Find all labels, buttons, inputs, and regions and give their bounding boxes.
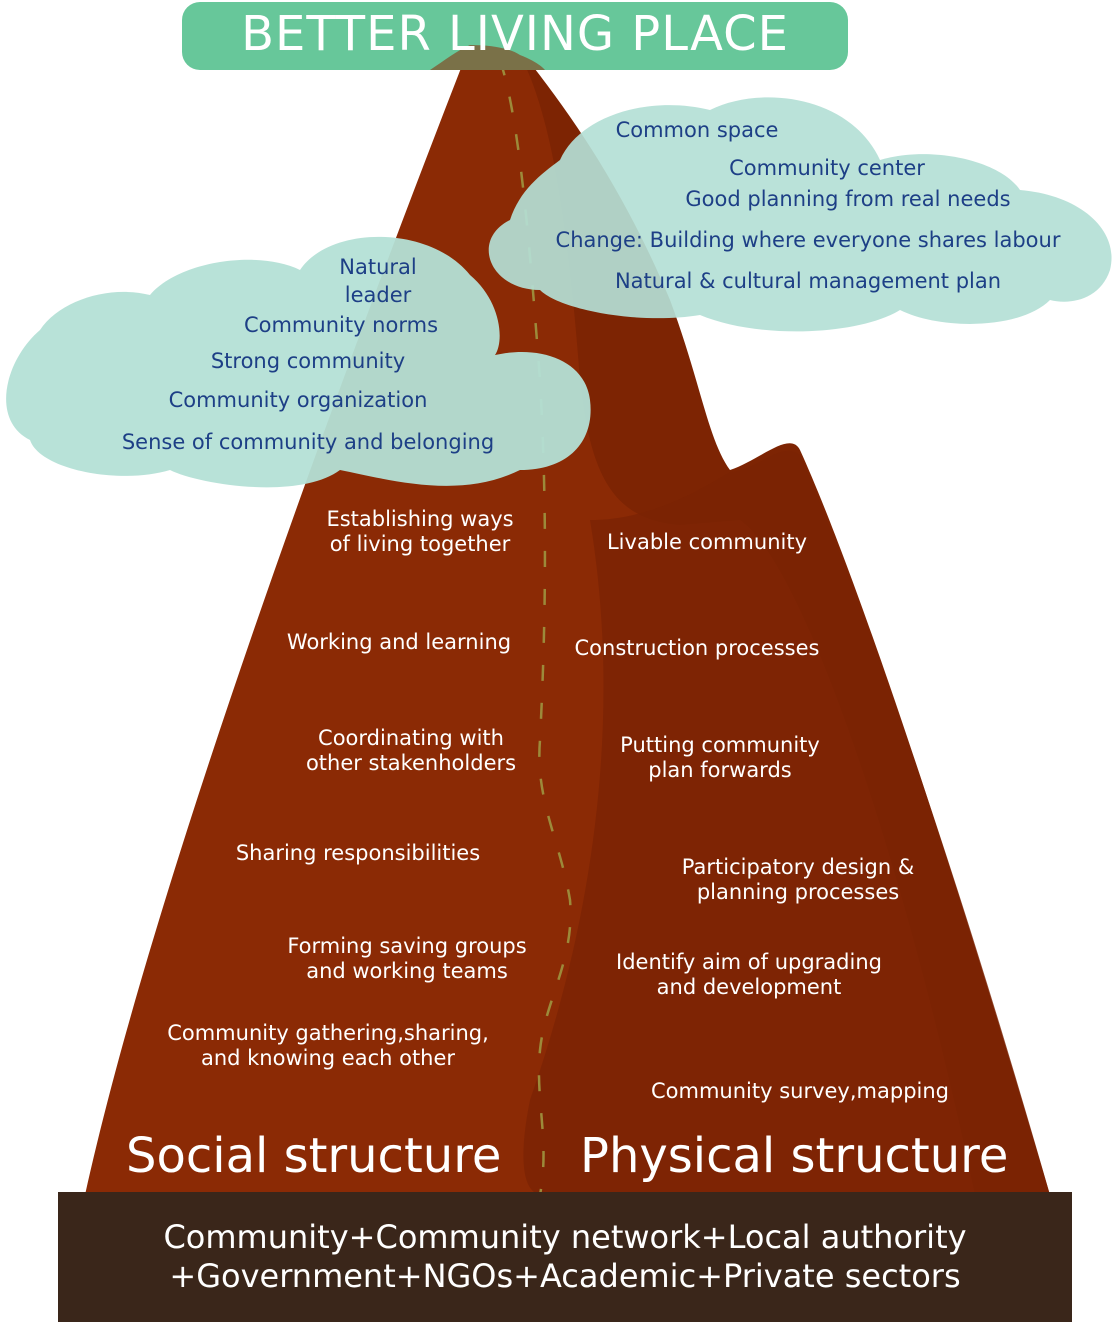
social-item: Community gathering,sharing,and knowing … xyxy=(167,1021,489,1071)
cloud-right-item: Common space xyxy=(615,118,779,142)
cloud-left-item: Sense of community and belonging xyxy=(121,430,495,454)
cloud-left-item: Natural xyxy=(339,255,417,279)
social-item: Sharing responsibilities xyxy=(235,841,481,865)
physical-item: Construction processes xyxy=(574,636,820,660)
social-item: Working and learning xyxy=(286,630,512,654)
cloud-right-item: Good planning from real needs xyxy=(685,187,1011,211)
title-banner xyxy=(182,2,848,70)
stakeholders-line-1: Community+Community network+Local author… xyxy=(163,1218,967,1256)
cloud-right-item: Natural & cultural management plan xyxy=(614,269,1002,293)
page-title: BETTER LIVING PLACE xyxy=(241,6,789,62)
dividing-path xyxy=(498,59,572,1196)
physical-item: Community survey,mapping xyxy=(650,1079,949,1103)
peak-overlay xyxy=(430,45,545,70)
right-cloud xyxy=(488,97,1112,332)
stakeholders-line-2: +Government+NGOs+Academic+Private sector… xyxy=(169,1257,961,1295)
physical-item: Participatory design &planning processes xyxy=(681,855,915,905)
cloud-right-item: Change: Building where everyone shares l… xyxy=(555,228,1061,252)
base-band xyxy=(58,1192,1072,1322)
cloud-left-item: Community organization xyxy=(168,388,428,412)
cloud-left-item: leader xyxy=(344,283,412,307)
physical-item: Livable community xyxy=(606,530,807,554)
physical-structure-heading: Physical structure xyxy=(580,1128,1009,1184)
cloud-right-item: Community center xyxy=(729,156,925,180)
cloud-left-item: Community norms xyxy=(243,313,439,337)
mountain-shadow xyxy=(523,450,1050,1195)
cloud-left-item: Strong community xyxy=(210,349,406,373)
social-structure-heading: Social structure xyxy=(126,1128,502,1184)
left-cloud xyxy=(6,236,591,488)
